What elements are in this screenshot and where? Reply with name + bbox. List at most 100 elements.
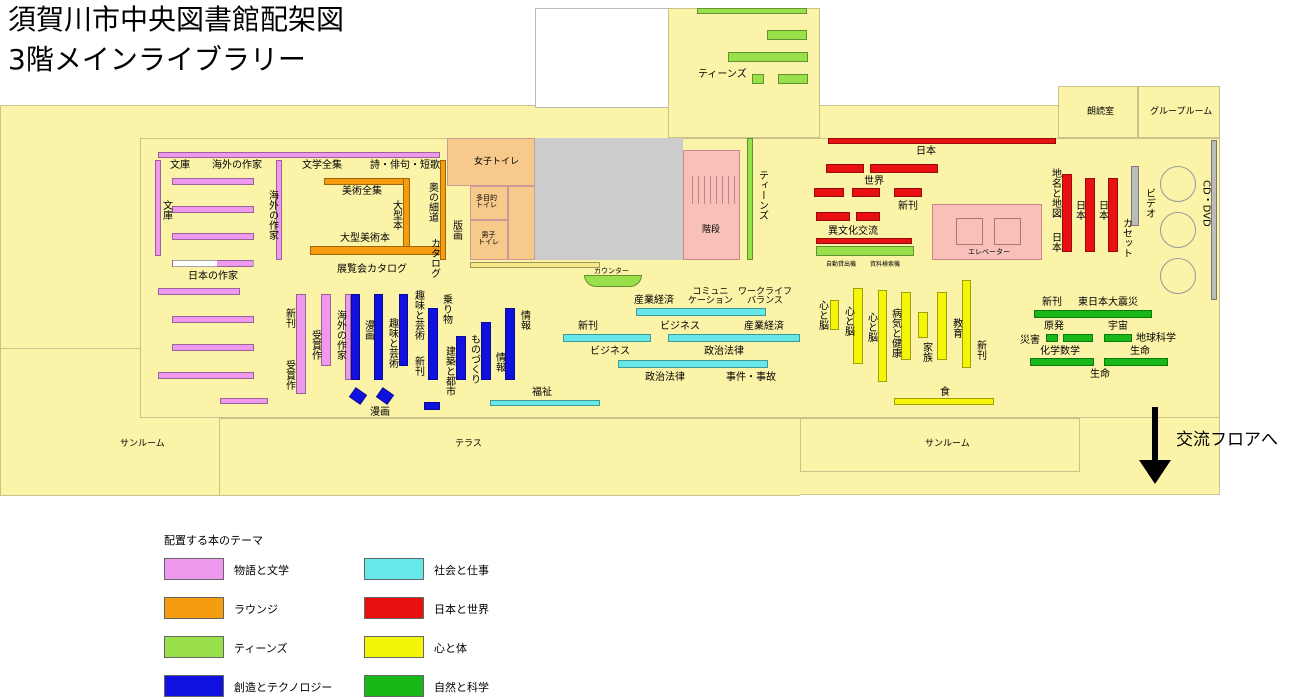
legend-label: 自然と科学 bbox=[434, 681, 489, 694]
video-shelf bbox=[1131, 166, 1139, 226]
staircase[interactable] bbox=[683, 150, 740, 260]
label-katalog: カタログ bbox=[428, 238, 440, 278]
teens-upper-area bbox=[668, 8, 820, 138]
label-video: ビデオ bbox=[1143, 188, 1155, 218]
yellow-shelf-6 bbox=[937, 292, 947, 360]
pink-shelf-row-5 bbox=[158, 288, 240, 295]
label-shumi1: 趣味と芸術 bbox=[386, 318, 398, 368]
legend-swatch bbox=[164, 597, 224, 619]
legend-swatch bbox=[364, 558, 424, 580]
label-tenrankai: 展覧会カタログ bbox=[337, 264, 407, 275]
label-shoku: 食 bbox=[940, 387, 950, 398]
legend-label: 日本と世界 bbox=[434, 603, 489, 616]
label-joho1: 情報 bbox=[493, 352, 505, 372]
stair-steps bbox=[687, 176, 735, 204]
legend-label: 物語と文学 bbox=[234, 564, 289, 577]
label-shumi2: 趣味と芸術 bbox=[412, 290, 424, 340]
upper-white-room bbox=[535, 8, 670, 108]
mens-restroom bbox=[470, 220, 508, 260]
rodoku-room-label: 朗読室 bbox=[1087, 107, 1115, 117]
label-ibunka: 異文化交流 bbox=[828, 226, 878, 237]
pink-japan-authors-shelf bbox=[172, 260, 254, 267]
sunroom-left-label: サンルーム bbox=[120, 439, 165, 449]
label-bunko1: 文庫 bbox=[170, 160, 190, 171]
green-shelf-6 bbox=[1104, 358, 1168, 366]
pink-top-wall-shelf bbox=[158, 152, 440, 158]
legend-label: ティーンズ bbox=[234, 642, 288, 655]
label-sangyo2: 産業経済 bbox=[744, 321, 784, 332]
green-shelf-3 bbox=[1063, 334, 1093, 342]
label-hanga: 版画 bbox=[450, 220, 462, 240]
elevator-door-right bbox=[994, 218, 1021, 245]
yellow-shelf-5 bbox=[918, 312, 928, 338]
label-ogata-bijutsu: 大型美術本 bbox=[340, 233, 390, 244]
teens-vertical-shelf bbox=[747, 138, 753, 260]
sunroom-right bbox=[800, 418, 1080, 472]
label-jusho1: 受賞作 bbox=[309, 330, 321, 360]
cd-dvd-wall-shelf bbox=[1211, 140, 1217, 300]
label-chimei: 地名と地図 bbox=[1049, 168, 1061, 218]
auto-lend-machine[interactable] bbox=[816, 246, 914, 256]
legend-swatch bbox=[164, 558, 224, 580]
womens-restroom-label: 女子トイレ bbox=[474, 157, 520, 167]
label-fukushi: 福祉 bbox=[532, 387, 552, 398]
label-shika: 詩・俳句・短歌 bbox=[370, 160, 440, 171]
down-arrow-icon bbox=[1139, 460, 1171, 484]
blue-norimono-shelf bbox=[428, 308, 438, 380]
legend-label: ラウンジ bbox=[234, 603, 278, 616]
green-shelf-4 bbox=[1104, 334, 1132, 342]
restroom-corridor bbox=[508, 186, 535, 260]
blue-kenchiku-shelf bbox=[456, 336, 466, 380]
exchange-floor-label: 交流フロアへ bbox=[1176, 430, 1278, 450]
blue-monozukuri-shelf bbox=[481, 322, 491, 380]
label-manga1: 漫画 bbox=[362, 320, 374, 340]
pink-bottom-shelf bbox=[220, 398, 268, 404]
green-shelf-2 bbox=[1046, 334, 1058, 342]
yellow-shelf-1 bbox=[830, 300, 839, 330]
label-ogatabon: 大型本 bbox=[390, 200, 402, 230]
teens-shelf-4 bbox=[778, 74, 808, 84]
label-business1: ビジネス bbox=[660, 321, 700, 332]
terrace bbox=[220, 418, 800, 496]
elevator[interactable] bbox=[932, 204, 1042, 260]
pink-shelf-row-6 bbox=[172, 316, 254, 323]
label-shinkan-green: 新刊 bbox=[1042, 297, 1062, 308]
label-shinkan-yellow: 新刊 bbox=[974, 340, 986, 360]
label-kaigai1: 海外の作家 bbox=[212, 160, 262, 171]
label-nihon-top: 日本 bbox=[916, 146, 936, 157]
legend-swatch bbox=[164, 636, 224, 658]
green-shelf-1 bbox=[1034, 310, 1152, 318]
red-vertical-2 bbox=[1085, 178, 1095, 252]
teens-vertical-label: ティーンズ bbox=[756, 170, 768, 220]
label-worklife: ワークライフ バランス bbox=[738, 287, 793, 306]
pink-shinkan-vertical bbox=[296, 294, 306, 394]
label-kyoiku: 教育 bbox=[950, 318, 962, 338]
label-manga2: 漫画 bbox=[370, 407, 390, 418]
terrace-label: テラス bbox=[455, 439, 482, 449]
pink-jusho-vertical bbox=[321, 294, 331, 366]
label-shinkan-blue: 新刊 bbox=[412, 356, 424, 376]
elevator-label: エレベーター bbox=[968, 248, 1010, 256]
label-business2: ビジネス bbox=[590, 346, 630, 357]
label-kaigai3: 海外の作家 bbox=[334, 310, 346, 360]
label-joho2: 情報 bbox=[518, 310, 530, 330]
multipurpose-restroom bbox=[470, 186, 508, 220]
red-shelf-4 bbox=[852, 188, 880, 197]
label-cassette: カセット bbox=[1120, 218, 1132, 258]
label-higashi: 東日本大震災 bbox=[1078, 297, 1138, 308]
green-shelf-5 bbox=[1030, 358, 1094, 366]
red-shelf-1 bbox=[826, 164, 864, 173]
blue-shumi-shelf-1 bbox=[374, 294, 383, 380]
label-kokoro1: 心と脳 bbox=[816, 300, 828, 330]
blue-small-shelf bbox=[424, 402, 440, 410]
yellow-shoku-shelf bbox=[894, 398, 994, 405]
cyan-shelf-1 bbox=[636, 308, 766, 316]
label-nihon-sakka: 日本の作家 bbox=[188, 271, 238, 282]
label-seiji1: 政治法律 bbox=[704, 346, 744, 357]
lounge-shelf-right bbox=[403, 178, 410, 248]
yellow-shelf-3 bbox=[878, 290, 887, 382]
group-room bbox=[1138, 86, 1220, 138]
search-machine-label: 資料検索機 bbox=[870, 261, 901, 268]
map-title-line1: 須賀川市中央図書館配架図 bbox=[8, 3, 345, 36]
cyan-shelf-4 bbox=[618, 360, 768, 368]
